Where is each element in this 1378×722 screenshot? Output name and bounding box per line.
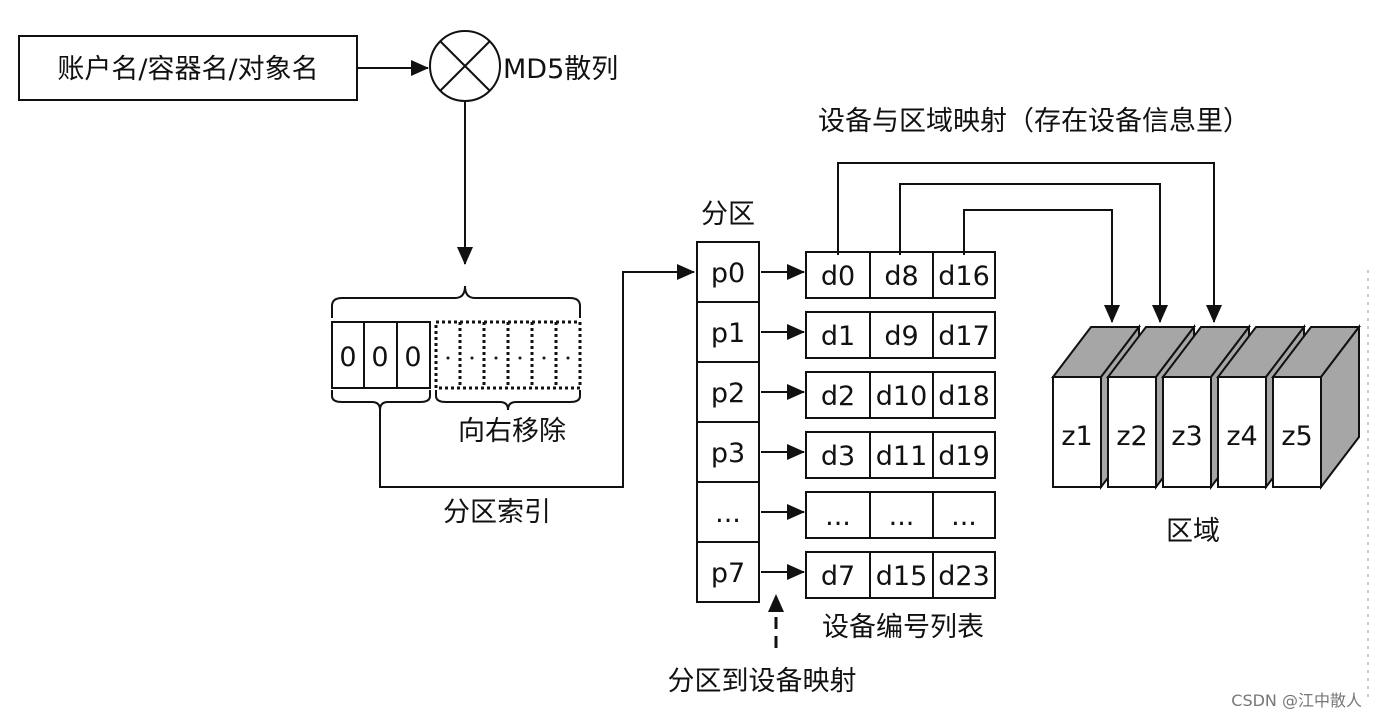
device-id: d15 (876, 561, 928, 592)
device-id: d3 (821, 441, 855, 472)
partition-index-arrow (379, 264, 695, 488)
index-label: 分区索引 (443, 497, 551, 528)
device-id: d0 (821, 261, 855, 292)
partition-map-label: 分区到设备映射 (668, 666, 857, 697)
partition-cell (696, 301, 760, 363)
device-list-label: 设备编号列表 (822, 612, 984, 643)
zone-box (1107, 376, 1157, 488)
device-row (805, 431, 996, 479)
zone-box (1272, 376, 1322, 488)
zone-name: z3 (1171, 421, 1202, 452)
bit-1: 0 (371, 342, 388, 373)
device-row (805, 311, 996, 359)
zone-label: 区域 (1166, 516, 1220, 547)
partition-cell (696, 361, 760, 423)
partition-label: p3 (711, 438, 745, 469)
zone-box (1052, 376, 1102, 488)
device-id: d10 (876, 381, 928, 412)
partition-header: 分区 (701, 199, 755, 230)
device-id: d18 (938, 381, 990, 412)
device-table: d0 d8 d16 d1 d9 d17 d2 d10 d18 d3 d11 d19......... d… (805, 251, 996, 599)
mapping-label: 设备与区域映射（存在设备信息里） (818, 106, 1250, 137)
device-zone-link-d0 (837, 162, 1222, 323)
device-id: d9 (884, 321, 918, 352)
partition-column: p0 p1 p2 p3... p7 (696, 241, 805, 603)
md5-hash-icon (429, 30, 501, 102)
partition-label: ... (715, 498, 741, 529)
device-id: d2 (821, 381, 855, 412)
zone-name: z5 (1281, 421, 1312, 452)
device-zone-link-d8 (899, 183, 1168, 323)
zone-name: z4 (1226, 421, 1257, 452)
device-id: ... (889, 501, 915, 532)
device-row (805, 371, 996, 419)
device-id: d8 (884, 261, 918, 292)
partition-cell (696, 481, 760, 543)
zone-name: z2 (1116, 421, 1147, 452)
device-id: d19 (938, 441, 990, 472)
device-id: d1 (821, 321, 855, 352)
bit-0: 0 (339, 342, 356, 373)
watermark: CSDN @江中散人 (1231, 691, 1362, 710)
partition-label: p2 (711, 378, 745, 409)
zone-box (1162, 376, 1212, 488)
partition-label: p7 (711, 558, 745, 589)
device-row (805, 251, 996, 299)
input-label: 账户名/容器名/对象名 (57, 54, 318, 85)
shift-label: 向右移除 (458, 416, 566, 447)
input-box (18, 35, 358, 101)
zone-box (1217, 376, 1267, 488)
device-row (805, 491, 996, 539)
bit-2: 0 (404, 342, 421, 373)
device-zone-link-d16 (963, 209, 1120, 323)
device-id: d16 (938, 261, 990, 292)
device-row (805, 551, 996, 599)
device-id: d23 (938, 561, 990, 592)
discard-bits-bottom-brace (435, 390, 581, 411)
device-id: d11 (876, 441, 928, 472)
hash-bits-top-brace (331, 285, 581, 318)
zone-group: z1 z2 z3 z4 z5 (1050, 324, 1362, 490)
device-id: d7 (821, 561, 855, 592)
partition-label: p1 (711, 318, 745, 349)
partition-label: p0 (711, 258, 745, 289)
partition-cell (696, 541, 760, 603)
zone-name: z1 (1061, 421, 1092, 452)
hash-index-bits (331, 321, 431, 389)
index-bits-bottom-brace (331, 390, 431, 411)
hash-label: MD5散列 (503, 54, 618, 85)
device-id: d17 (938, 321, 990, 352)
device-id: ... (825, 501, 851, 532)
device-id: ... (951, 501, 977, 532)
discarded-bits (434, 320, 582, 390)
